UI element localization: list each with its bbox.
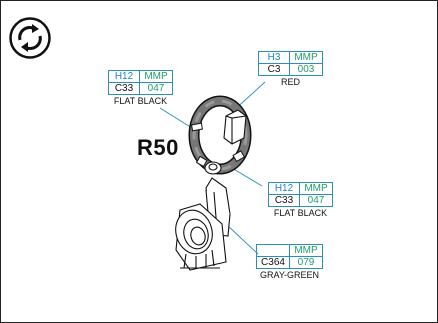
color-name: RED	[280, 77, 300, 87]
callout-red: H3 MMP C3 003 RED	[258, 51, 323, 87]
paint-code-table: H3 MMP C3 003	[258, 51, 323, 76]
color-code: C33	[268, 194, 300, 207]
callout-flat-black-2: H12 MMP C33 047 FLAT BLACK	[268, 182, 333, 218]
mmp-number: 047	[299, 194, 333, 207]
clip-block	[223, 109, 247, 145]
mmp-number: 003	[289, 63, 323, 76]
mmp-number: 047	[139, 82, 173, 95]
ref-code: H12	[268, 182, 300, 195]
ring-bands	[190, 122, 246, 168]
mmp-label: MMP	[289, 51, 323, 64]
callout-flat-black-1: H12 MMP C33 047 FLAT BLACK	[108, 70, 173, 106]
mmp-number: 079	[289, 256, 323, 269]
pivot-joint	[204, 161, 222, 175]
rotate-icon	[9, 17, 51, 59]
mmp-label: MMP	[289, 244, 323, 257]
mmp-label: MMP	[139, 70, 173, 83]
color-code: C3	[258, 63, 290, 76]
paint-code-table: H12 MMP C33 047	[268, 182, 333, 207]
ref-code	[256, 244, 290, 257]
mmp-label: MMP	[299, 182, 333, 195]
ref-code: H3	[258, 51, 290, 64]
callout-gray-green: MMP C364 079 GRAY-GREEN	[256, 244, 323, 280]
color-code: C364	[256, 256, 290, 269]
color-name: FLAT BLACK	[113, 96, 168, 106]
paint-code-table: MMP C364 079	[256, 244, 323, 269]
part-title: R50	[137, 135, 179, 160]
color-name: FLAT BLACK	[273, 208, 328, 218]
color-name: GRAY-GREEN	[259, 270, 319, 280]
paint-code-table: H12 MMP C33 047	[108, 70, 173, 95]
lower-body	[175, 203, 227, 271]
color-code: C33	[108, 82, 140, 95]
ref-code: H12	[108, 70, 140, 83]
